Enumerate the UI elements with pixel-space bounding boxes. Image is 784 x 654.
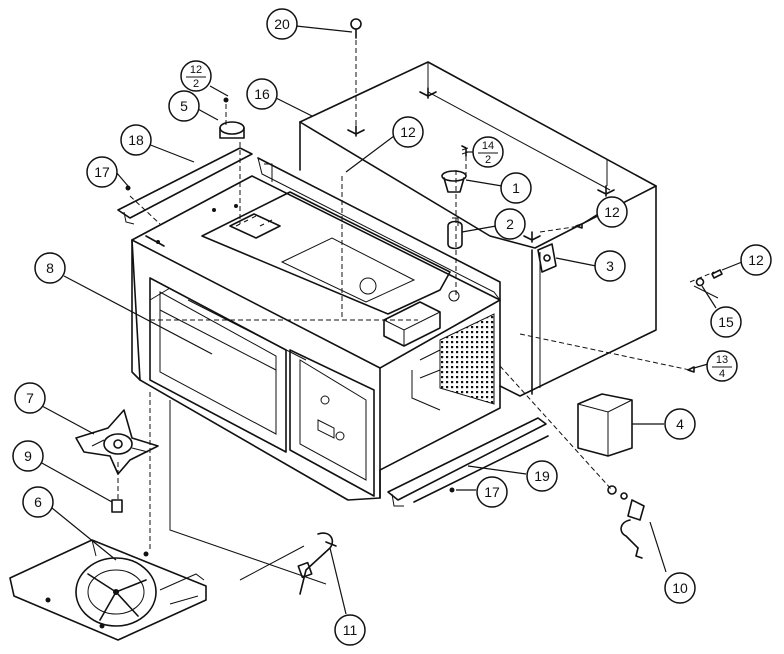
- callout-bottom-label: 4: [719, 368, 725, 380]
- callout-15: 15: [710, 306, 742, 338]
- callout-label: 16: [254, 86, 270, 102]
- leader-lines: [39, 25, 743, 615]
- cabinet-screws: [347, 87, 615, 243]
- callout-14-2: 14 2: [472, 136, 504, 168]
- callout-label: 18: [128, 132, 144, 148]
- callout-label: 12: [400, 124, 416, 140]
- callout-2: 2: [494, 208, 526, 240]
- callout-20: 20: [266, 8, 298, 40]
- callout-label: 17: [94, 164, 110, 180]
- fan-motor: [75, 409, 159, 475]
- callout-9: 9: [12, 440, 44, 472]
- callout-12: 12: [392, 116, 424, 148]
- callout-3: 3: [594, 250, 626, 282]
- callout-label: 10: [672, 580, 688, 596]
- callout-label: 15: [718, 314, 734, 330]
- callout-label: 1: [512, 180, 520, 196]
- callout-1: 1: [500, 172, 532, 204]
- callout-12: 12: [740, 244, 772, 276]
- callout-5: 5: [168, 90, 200, 122]
- callout-label: 4: [676, 416, 684, 432]
- callout-19: 19: [526, 460, 558, 492]
- callout-label: 8: [46, 260, 54, 276]
- lamp-socket: [441, 145, 469, 193]
- callout-18: 18: [120, 124, 152, 156]
- callout-bottom-label: 2: [193, 78, 199, 90]
- callout-label: 12: [748, 252, 764, 268]
- stirrer-pin: [350, 18, 362, 39]
- mounting-rail-bottom: [387, 417, 549, 507]
- callout-4: 4: [664, 408, 696, 440]
- callout-label: 6: [34, 494, 42, 510]
- callout-label: 17: [484, 484, 500, 500]
- base-plate-fan: [9, 539, 207, 641]
- callout-label: 5: [180, 98, 188, 114]
- callout-label: 20: [274, 16, 290, 32]
- thermostat-part: [219, 97, 245, 139]
- coupler: [111, 499, 123, 513]
- switch-bracket: [537, 223, 583, 273]
- callout-12-2: 12 2: [180, 60, 212, 92]
- callout-label: 2: [506, 216, 514, 232]
- thermal-fuse: [297, 532, 337, 595]
- oven-chassis: [131, 157, 501, 501]
- outer-cabinet: [299, 61, 657, 397]
- callout-top-label: 14: [482, 140, 494, 152]
- callout-top-label: 13: [716, 354, 728, 366]
- callout-label: 19: [534, 468, 550, 484]
- callout-17: 17: [86, 156, 118, 188]
- power-cord-plug: [607, 485, 645, 559]
- callout-17: 17: [476, 476, 508, 508]
- callout-10: 10: [664, 572, 696, 604]
- wave-guide-cover: [577, 393, 633, 457]
- callout-8: 8: [34, 252, 66, 284]
- mounting-rail-top: [117, 147, 253, 225]
- callout-label: 12: [604, 204, 620, 220]
- callout-label: 9: [24, 448, 32, 464]
- callout-label: 7: [26, 390, 34, 406]
- callout-13-4: 13 4: [706, 350, 738, 382]
- callout-label: 11: [343, 622, 358, 638]
- lamp-bulb: [447, 217, 463, 250]
- callout-bottom-label: 2: [485, 154, 491, 166]
- callout-11: 11: [334, 614, 366, 646]
- callout-16: 16: [246, 78, 278, 110]
- callout-7: 7: [14, 382, 46, 414]
- callout-6: 6: [22, 486, 54, 518]
- callout-top-label: 12: [190, 64, 202, 76]
- callout-12: 12: [596, 196, 628, 228]
- callout-label: 3: [606, 258, 614, 274]
